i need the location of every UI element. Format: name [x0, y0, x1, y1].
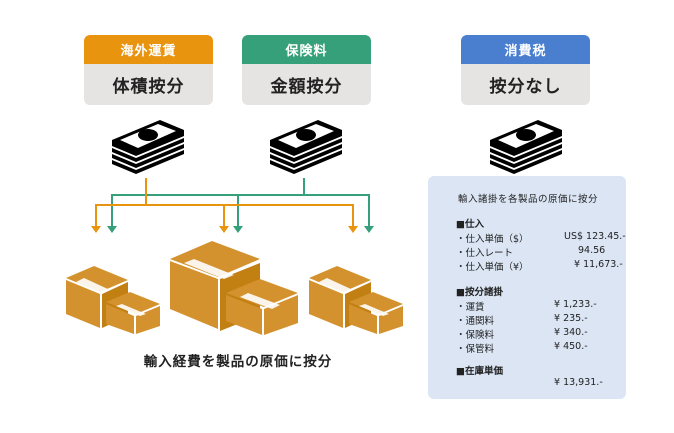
allocation-row: ・保管料 ¥ 450.- — [456, 341, 621, 355]
row-label: ・仕入レート — [456, 248, 514, 259]
arrow-down-icon — [348, 226, 358, 233]
money-stack-icon — [111, 120, 185, 174]
arrow-down-icon — [91, 226, 101, 233]
row-label: ・保管料 — [456, 344, 495, 355]
allocation-row: ・通関料 ¥ 235.- — [456, 313, 621, 327]
purchase-row: ・仕入単価（¥） ¥ 11,673.- — [456, 259, 623, 273]
purchase-row: ・仕入レート 94.56 — [456, 245, 621, 259]
panel-title: 輸入諸掛を各製品の原価に按分 — [458, 194, 599, 205]
money-stack-icon — [269, 120, 343, 174]
row-value: ¥ 450.- — [554, 341, 588, 352]
purchase-row: ・仕入単価（$） US$ 123.45.- — [456, 231, 626, 245]
cardboard-boxes-icon — [309, 266, 403, 334]
allocation-row: ・運賃 ¥ 1,233.- — [456, 299, 621, 313]
card-freight: 海外運賃 体積按分 — [84, 35, 213, 105]
allocation-heading: ■按分諸掛 — [456, 287, 503, 298]
row-value: 94.56 — [578, 245, 606, 256]
purchase-heading: ■仕入 — [456, 219, 484, 230]
stock-unit-price: ¥ 13,931.- — [554, 377, 603, 388]
money-stack-icon — [489, 120, 563, 174]
row-value: ¥ 11,673.- — [574, 259, 623, 270]
arrow-down-icon — [107, 226, 117, 233]
row-label: ・通関料 — [456, 316, 495, 327]
arrow-down-icon — [219, 226, 229, 233]
cardboard-boxes-icon — [170, 241, 298, 335]
cost-breakdown-panel: 輸入諸掛を各製品の原価に按分 ■仕入 ・仕入単価（$） US$ 123.45.-… — [428, 176, 626, 399]
row-label: ・仕入単価（¥） — [456, 262, 529, 273]
allocation-row: ・保険料 ¥ 340.- — [456, 327, 621, 341]
card-freight-method: 体積按分 — [84, 64, 213, 105]
card-tax-header: 消費税 — [461, 35, 590, 64]
card-insurance: 保険料 金額按分 — [242, 35, 371, 105]
row-value: ¥ 235.- — [554, 313, 588, 324]
arrow-down-icon — [233, 226, 243, 233]
row-value: ¥ 340.- — [554, 327, 588, 338]
row-value: US$ 123.45.- — [564, 231, 626, 242]
arrow-down-icon — [91, 226, 374, 233]
cardboard-boxes-icon — [66, 266, 160, 334]
insurance-flow-line — [111, 178, 370, 226]
stock-row: ¥ 13,931.- — [456, 377, 621, 391]
row-label: ・保険料 — [456, 330, 495, 341]
card-insurance-method: 金額按分 — [242, 64, 371, 105]
row-label: ・仕入単価（$） — [456, 234, 529, 245]
row-label: ・運賃 — [456, 302, 485, 313]
row-value: ¥ 1,233.- — [554, 299, 597, 310]
diagram-caption: 輸入経費を製品の原価に按分 — [143, 354, 333, 370]
freight-flow-line — [95, 178, 354, 226]
card-freight-header: 海外運賃 — [84, 35, 213, 64]
stock-heading: ■在庫単価 — [456, 366, 503, 377]
arrow-down-icon — [364, 226, 374, 233]
card-tax: 消費税 按分なし — [461, 35, 590, 105]
card-tax-method: 按分なし — [461, 64, 590, 105]
card-insurance-header: 保険料 — [242, 35, 371, 64]
